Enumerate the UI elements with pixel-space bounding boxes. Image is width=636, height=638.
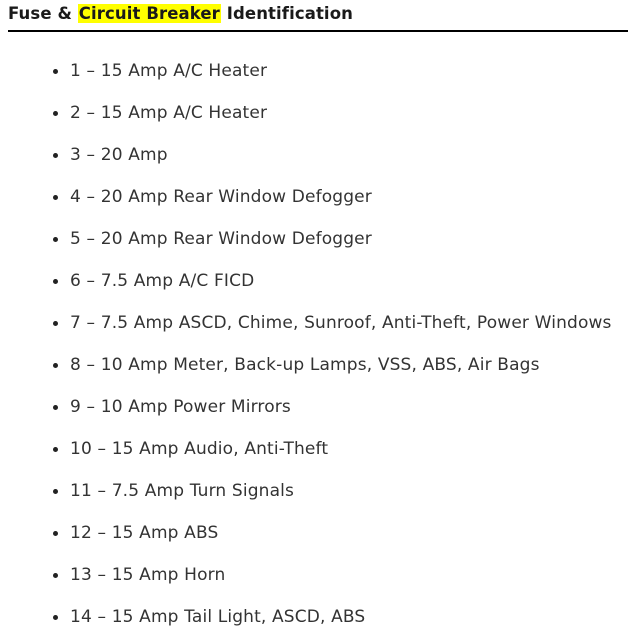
bullet-icon <box>53 573 58 578</box>
list-item: 5 – 20 Amp Rear Window Defogger <box>0 218 636 260</box>
bullet-icon <box>53 447 58 452</box>
list-item-label: 8 – 10 Amp Meter, Back-up Lamps, VSS, AB… <box>70 355 540 375</box>
title-divider <box>8 30 628 32</box>
fuse-identification-list: 1 – 15 Amp A/C Heater 2 – 15 Amp A/C Hea… <box>0 50 636 638</box>
list-item: 2 – 15 Amp A/C Heater <box>0 92 636 134</box>
list-item-label: 3 – 20 Amp <box>70 145 168 165</box>
bullet-icon <box>53 363 58 368</box>
list-item-label: 6 – 7.5 Amp A/C FICD <box>70 271 255 291</box>
bullet-icon <box>53 153 58 158</box>
list-item: 10 – 15 Amp Audio, Anti-Theft <box>0 428 636 470</box>
bullet-icon <box>53 111 58 116</box>
list-item-label: 14 – 15 Amp Tail Light, ASCD, ABS <box>70 607 366 627</box>
bullet-icon <box>53 279 58 284</box>
list-item: 8 – 10 Amp Meter, Back-up Lamps, VSS, AB… <box>0 344 636 386</box>
page-title-suffix: Identification <box>220 4 353 23</box>
list-item: 6 – 7.5 Amp A/C FICD <box>0 260 636 302</box>
list-item: 12 – 15 Amp ABS <box>0 512 636 554</box>
list-item: 14 – 15 Amp Tail Light, ASCD, ABS <box>0 596 636 638</box>
list-item-label: 1 – 15 Amp A/C Heater <box>70 61 268 81</box>
list-item-label: 4 – 20 Amp Rear Window Defogger <box>70 187 372 207</box>
page-title-highlighted-term: Circuit Breaker <box>77 4 221 23</box>
list-item: 11 – 7.5 Amp Turn Signals <box>0 470 636 512</box>
bullet-icon <box>53 531 58 536</box>
list-item-label: 13 – 15 Amp Horn <box>70 565 226 585</box>
list-item-label: 11 – 7.5 Amp Turn Signals <box>70 481 295 501</box>
list-item-label: 10 – 15 Amp Audio, Anti-Theft <box>70 439 329 459</box>
list-item: 4 – 20 Amp Rear Window Defogger <box>0 176 636 218</box>
list-item-label: 7 – 7.5 Amp ASCD, Chime, Sunroof, Anti-T… <box>70 313 612 333</box>
list-item: 3 – 20 Amp <box>0 134 636 176</box>
list-item: 7 – 7.5 Amp ASCD, Chime, Sunroof, Anti-T… <box>0 302 636 344</box>
list-item-label: 2 – 15 Amp A/C Heater <box>70 103 268 123</box>
bullet-icon <box>53 237 58 242</box>
bullet-icon <box>53 321 58 326</box>
list-item: 9 – 10 Amp Power Mirrors <box>0 386 636 428</box>
bullet-icon <box>53 405 58 410</box>
page-title: Fuse & Circuit Breaker Identification <box>0 0 636 25</box>
page-title-prefix: Fuse & <box>8 4 78 23</box>
bullet-icon <box>53 489 58 494</box>
list-item: 1 – 15 Amp A/C Heater <box>0 50 636 92</box>
bullet-icon <box>53 195 58 200</box>
list-item-label: 5 – 20 Amp Rear Window Defogger <box>70 229 372 249</box>
list-item-label: 12 – 15 Amp ABS <box>70 523 219 543</box>
bullet-icon <box>53 615 58 620</box>
list-item: 13 – 15 Amp Horn <box>0 554 636 596</box>
bullet-icon <box>53 69 58 74</box>
list-item-label: 9 – 10 Amp Power Mirrors <box>70 397 291 417</box>
